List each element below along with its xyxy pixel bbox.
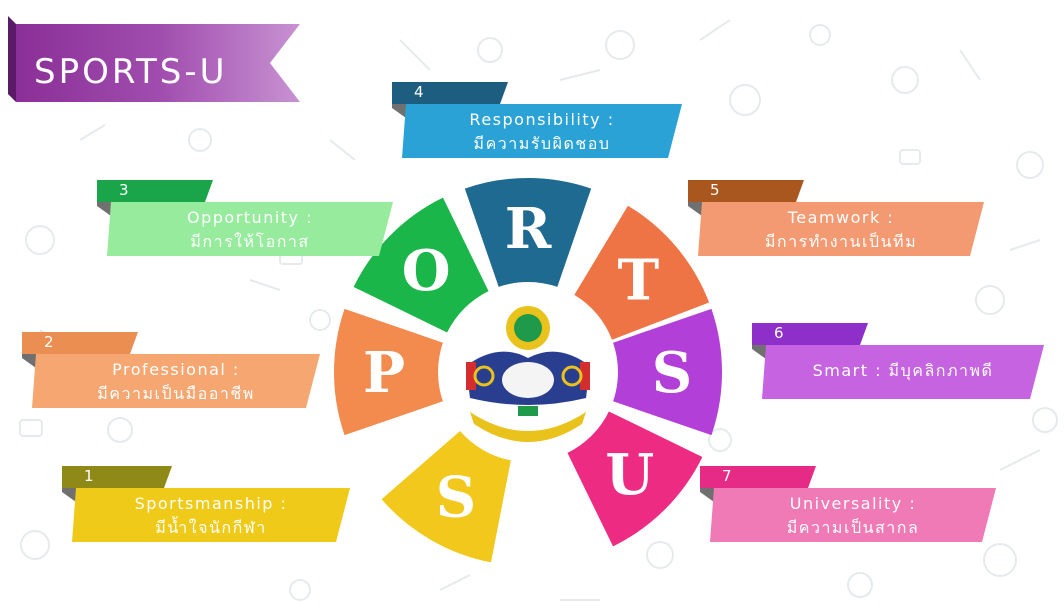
ribbon-english-label: Sportsmanship : bbox=[134, 494, 288, 513]
wheel-letter: S bbox=[436, 465, 476, 531]
ribbon-english-label: Responsibility : bbox=[469, 110, 615, 129]
title-ribbon-shape bbox=[8, 16, 300, 102]
ribbon-thai-label: มีการทำงานเป็นทีม bbox=[764, 232, 918, 251]
ribbon-english-label: Teamwork : bbox=[787, 208, 895, 227]
ribbon-english-label: Smart : มีบุคลิกภาพดี bbox=[812, 361, 994, 380]
ribbon-shape bbox=[688, 180, 984, 256]
wheel-segment-t-2: T bbox=[574, 205, 710, 340]
page-title: SPORTS-U bbox=[34, 52, 228, 92]
wheel-segment-shape bbox=[353, 197, 489, 333]
ribbon-text: Teamwork : มีการทำงานเป็นทีม bbox=[708, 206, 974, 254]
ribbon-shape bbox=[97, 180, 393, 256]
ribbon-number: 2 bbox=[44, 333, 54, 351]
ribbon-text: Responsibility : มีความรับผิดชอบ bbox=[412, 108, 672, 156]
ribbon-shape bbox=[22, 332, 320, 408]
ribbon-number: 3 bbox=[119, 181, 129, 199]
ribbon-shape bbox=[392, 82, 682, 158]
wheel-segment-s-5: S bbox=[381, 431, 511, 563]
wheel-letter: T bbox=[617, 247, 659, 313]
ribbon-thai-label: มีน้ำใจนักกีฬา bbox=[155, 518, 267, 537]
wheel-segment-shape bbox=[567, 411, 703, 547]
ribbon-number: 7 bbox=[722, 467, 732, 485]
wheel-letter: R bbox=[505, 196, 552, 262]
ribbon-english-label: Professional : bbox=[112, 360, 240, 379]
ribbon-english-label: Universality : bbox=[789, 494, 917, 513]
ribbon-text: Universality : มีความเป็นสากล bbox=[720, 492, 986, 540]
ribbon-thai-label: มีความเป็นมืออาชีพ bbox=[97, 384, 255, 403]
wheel-letter: U bbox=[605, 442, 654, 508]
ribbon-number: 1 bbox=[84, 467, 94, 485]
ribbon-text: Sportsmanship : มีน้ำใจนักกีฬา bbox=[82, 492, 340, 540]
ribbon-thai-label: มีการให้โอกาส bbox=[190, 232, 310, 251]
wheel-segment-shape bbox=[613, 308, 722, 436]
wheel-segment-p-6: P bbox=[334, 308, 443, 436]
ribbon-shape bbox=[62, 466, 350, 542]
ribbon-number: 5 bbox=[710, 181, 720, 199]
wheel-letter: P bbox=[363, 340, 405, 406]
center-emblem bbox=[456, 300, 600, 444]
wheel-segment-r-1: R bbox=[464, 178, 592, 287]
ribbon-number: 6 bbox=[774, 324, 784, 342]
wheel-segment-shape bbox=[574, 205, 710, 340]
wheel-segment-o-7: O bbox=[353, 197, 489, 333]
ribbon-thai-label: มีความเป็นสากล bbox=[786, 518, 920, 537]
ribbon-shape bbox=[700, 466, 996, 542]
ribbon-text: Professional : มีความเป็นมืออาชีพ bbox=[42, 358, 310, 406]
wheel-segment-shape bbox=[464, 178, 592, 287]
wheel-segment-u-4: U bbox=[567, 411, 703, 547]
ribbon-number: 4 bbox=[414, 83, 424, 101]
wheel-segment-s-3: S bbox=[613, 308, 722, 436]
wheel-letter: S bbox=[652, 340, 692, 406]
ribbon-shape bbox=[752, 323, 1044, 399]
ribbon-text: Opportunity : มีการให้โอกาส bbox=[117, 206, 383, 254]
wheel-letter: O bbox=[402, 238, 451, 304]
wheel-segment-shape bbox=[381, 431, 511, 563]
wheel-segment-shape bbox=[334, 308, 443, 436]
title-banner: SPORTS-U bbox=[8, 14, 300, 102]
ribbon-thai-label: มีความรับผิดชอบ bbox=[473, 134, 611, 153]
ribbon-english-label: Opportunity : bbox=[187, 208, 313, 227]
ribbon-text: Smart : มีบุคลิกภาพดี bbox=[772, 359, 1034, 383]
